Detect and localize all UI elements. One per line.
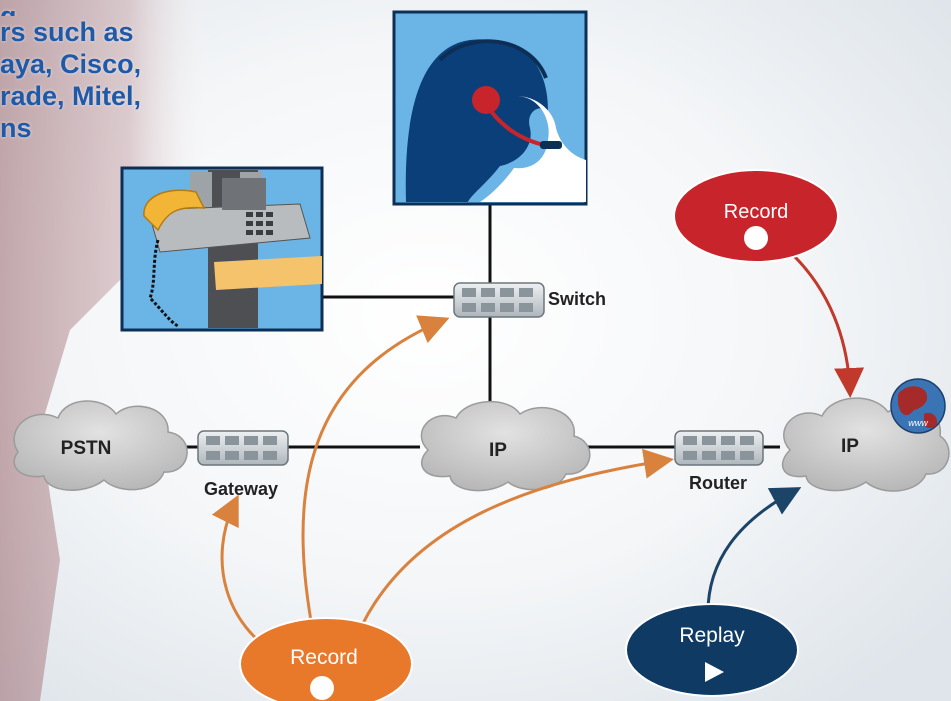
record-bottom-node: Record	[239, 617, 413, 701]
record-bottom-label: Record	[290, 646, 358, 669]
ip-right-label: IP	[841, 436, 859, 457]
play-icon	[705, 662, 724, 682]
record-top-label: Record	[724, 201, 788, 223]
record-bottom-dot-icon	[310, 676, 334, 700]
globe-icon: www	[890, 378, 946, 434]
arrow-record-to-ip	[788, 250, 865, 398]
switch-label: Switch	[548, 289, 606, 309]
ip-center-cloud: IP	[420, 401, 591, 492]
pstn-label: PSTN	[61, 438, 112, 459]
arrow-record-to-router	[350, 448, 674, 649]
agent-tile	[392, 10, 588, 206]
router-label: Router	[689, 473, 747, 493]
pstn-cloud: PSTN	[13, 400, 188, 491]
ip-center-label: IP	[489, 440, 507, 461]
replay-node: Replay	[625, 603, 799, 697]
network-lines	[180, 204, 780, 449]
phone-tile	[120, 166, 324, 332]
arrow-record-to-switch	[301, 315, 450, 649]
record-top-node: Record	[673, 169, 839, 263]
gateway-label: Gateway	[204, 479, 278, 499]
router-device: Router	[674, 430, 764, 493]
replay-label: Replay	[679, 624, 745, 647]
switch-device: Switch	[453, 282, 606, 318]
record-top-dot-icon	[744, 226, 768, 250]
gateway-device: Gateway	[197, 430, 289, 499]
record-arrows	[211, 250, 865, 658]
arrow-replay-to-ip	[706, 487, 802, 619]
globe-www-label: www	[908, 418, 928, 428]
